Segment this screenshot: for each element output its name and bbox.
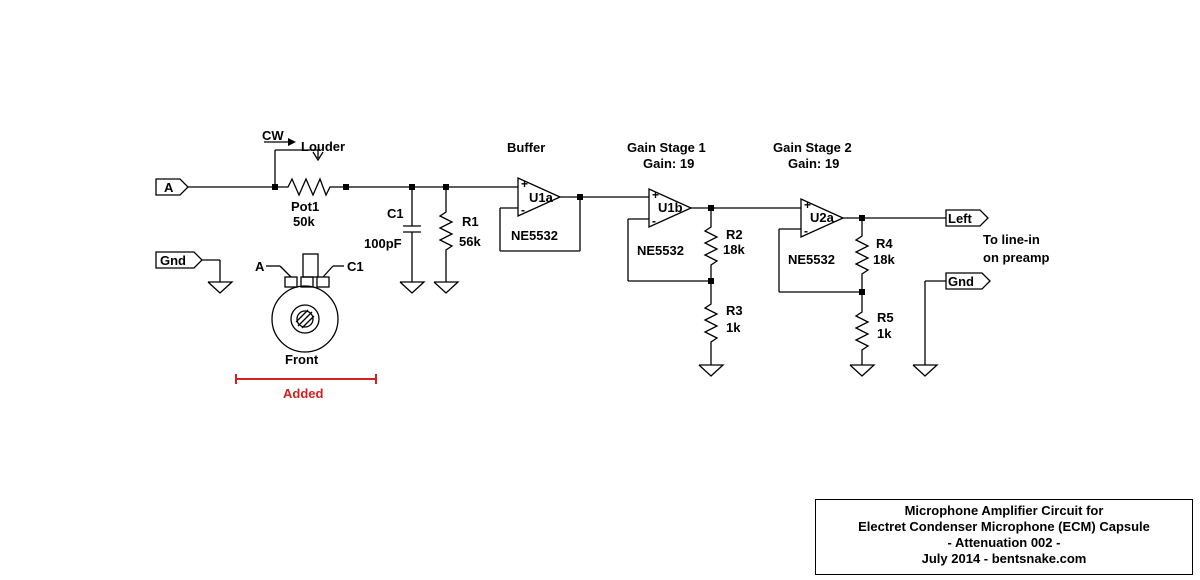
capacitor-c1	[399, 187, 426, 294]
r2-ref: R2	[726, 227, 743, 242]
r5-ref: R5	[877, 310, 894, 325]
pot-cw-label: CW	[262, 128, 284, 143]
u1b-ref: U1b	[658, 200, 683, 215]
r4-value: 18k	[873, 252, 895, 267]
opamp-u2a	[778, 197, 946, 295]
pot-pin-c1-label: C1	[347, 259, 364, 274]
pot-front-view	[266, 253, 344, 353]
title-line4: July 2014 - bentsnake.com	[921, 551, 1087, 566]
title-line3: - Attenuation 002 -	[947, 535, 1061, 550]
input-port-a: A	[155, 178, 189, 196]
title-line1: Microphone Amplifier Circuit for	[904, 503, 1104, 518]
resistor-r1	[433, 187, 460, 294]
u2a-ref: U2a	[810, 210, 835, 225]
stage-gain2-value: Gain: 19	[788, 156, 839, 171]
added-annotation-label: Added	[283, 386, 324, 401]
pot-front-label: Front	[285, 352, 319, 367]
title-block: Microphone Amplifier Circuit for Electre…	[815, 499, 1193, 575]
r5-value: 1k	[877, 326, 892, 341]
gnd-port-right-label: Gnd	[948, 274, 974, 289]
gnd-port-left: Gnd	[155, 251, 234, 294]
u1b-minus: -	[652, 214, 656, 228]
gnd-port-right: Gnd	[912, 272, 991, 377]
r3-value: 1k	[726, 320, 741, 335]
gnd-port-left-label: Gnd	[160, 253, 186, 268]
u1a-part: NE5532	[511, 228, 558, 243]
pot1-ref: Pot1	[291, 199, 319, 214]
u2a-part: NE5532	[788, 252, 835, 267]
u1a-ref: U1a	[529, 190, 554, 205]
pot1-value: 50k	[293, 214, 315, 229]
u1b-part: NE5532	[637, 243, 684, 258]
r3-ref: R3	[726, 303, 743, 318]
stage-gain1-title: Gain Stage 1	[627, 140, 706, 155]
u1a-minus: -	[521, 203, 525, 217]
u1b-plus: +	[652, 188, 659, 202]
pot-effect-label: Louder	[301, 139, 345, 154]
input-port-a-label: A	[164, 180, 174, 195]
resistor-r4	[854, 218, 870, 292]
resistor-r3	[698, 281, 725, 377]
pot-pin-a-label: A	[255, 259, 265, 274]
c1-ref: C1	[387, 206, 404, 221]
stage-gain1-value: Gain: 19	[643, 156, 694, 171]
title-line2: Electret Condenser Microphone (ECM) Caps…	[858, 519, 1150, 534]
output-port-left-label: Left	[948, 211, 973, 226]
c1-value: 100pF	[364, 236, 402, 251]
output-note-line2: on preamp	[983, 250, 1050, 265]
added-bracket	[235, 374, 377, 384]
r4-ref: R4	[876, 236, 893, 251]
resistor-r5	[849, 292, 876, 377]
stage-gain2-title: Gain Stage 2	[773, 140, 852, 155]
opamp-u1b	[627, 187, 801, 284]
stage-buffer-title: Buffer	[507, 140, 545, 155]
u1a-plus: +	[521, 177, 528, 191]
u2a-minus: -	[804, 224, 808, 238]
output-note-line1: To line-in	[983, 232, 1040, 247]
r1-ref: R1	[462, 214, 479, 229]
r1-value: 56k	[459, 234, 481, 249]
r2-value: 18k	[723, 242, 745, 257]
resistor-r2	[703, 208, 719, 281]
u2a-plus: +	[804, 198, 811, 212]
output-port-left: Left	[945, 209, 989, 227]
